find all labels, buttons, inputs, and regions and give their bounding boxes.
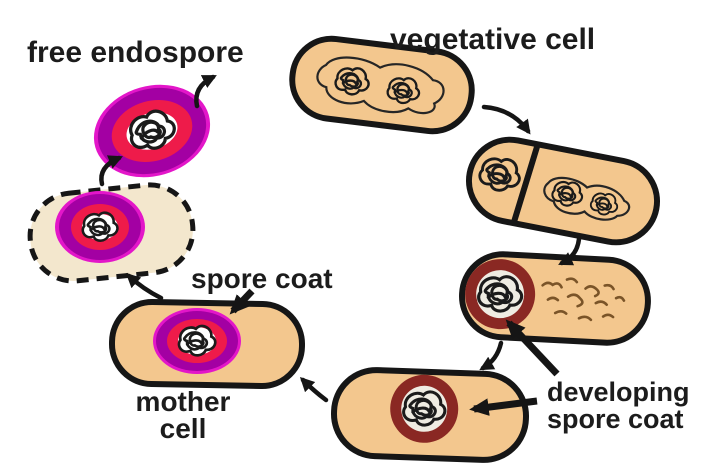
septum-line [511, 144, 540, 224]
mother-cell-shape [108, 299, 306, 389]
nucleoid-outline [543, 176, 631, 221]
arrow-engulfment-to-coat [479, 340, 504, 371]
label-developing-spore-coat-line2: spore coat [547, 404, 684, 434]
pointer-developing-coat-lower [469, 397, 538, 416]
vegetative-cell-shape [289, 35, 475, 135]
engulfment-cell-shape [459, 251, 651, 346]
nucleoid-outline [316, 56, 445, 115]
label-spore-coat: spore coat [191, 263, 333, 294]
label-free-endospore: free endospore [27, 36, 244, 69]
label-vegetative-cell: vegetative cell [390, 23, 596, 56]
label-mother-cell: mother cell [118, 386, 248, 444]
label-mother-cell-line1: mother [135, 386, 231, 417]
arrow-mother-cell-to-lysis [125, 273, 164, 301]
arrow-lysis-to-endospore [99, 155, 123, 187]
arrow-endospore-to-label [194, 74, 217, 109]
arrow-coat-to-mother-cell [299, 376, 329, 403]
free-endospore-shape [93, 84, 211, 178]
pointer-spore-coat [229, 288, 255, 315]
label-developing-spore-coat-line1: developing [547, 377, 690, 407]
developing-coat-cell-shape [330, 367, 530, 463]
pointer-developing-coat-upper [505, 319, 560, 377]
lysing-cell-shape [27, 182, 196, 284]
dividing-cell-shape [465, 136, 661, 246]
arrow-vegetative-to-division [481, 104, 531, 135]
label-mother-cell-line2: cell [159, 413, 207, 444]
label-developing-spore-coat: developing spore coat [547, 379, 690, 433]
arrow-division-to-engulfment [558, 236, 582, 266]
dna-fragments [541, 277, 626, 322]
